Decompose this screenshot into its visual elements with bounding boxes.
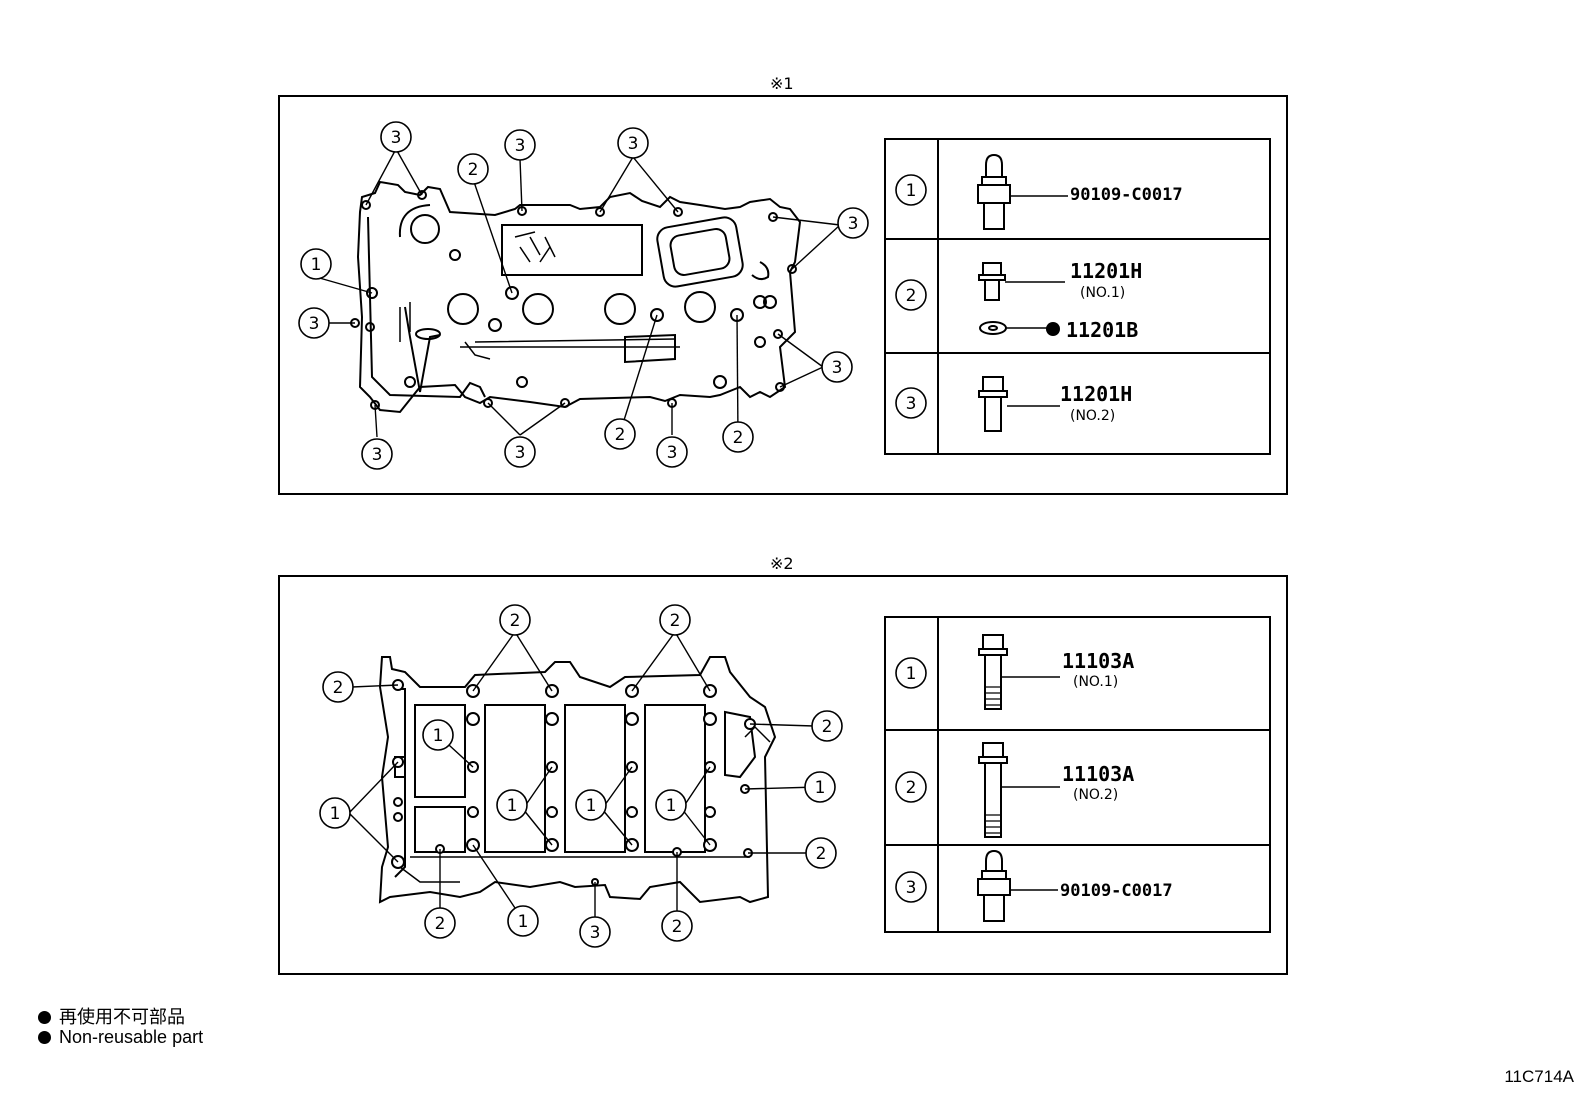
svg-text:1: 1 [666, 796, 677, 816]
nonreusable-dot [1046, 322, 1060, 336]
parts-table-2 [884, 616, 1271, 933]
cylinder-head-diagram: 3 3 3 3 2 1 3 3 3 3 2 3 2 1 2 3 [298, 121, 1271, 470]
part-sub: (NO.2) [1073, 787, 1119, 803]
figure-code: 11C714A [1504, 1067, 1574, 1086]
svg-text:2: 2 [333, 678, 344, 698]
svg-text:3: 3 [832, 358, 843, 378]
svg-text:1: 1 [507, 796, 518, 816]
svg-text:2: 2 [435, 914, 446, 934]
svg-text:3: 3 [309, 314, 320, 334]
part-number: 11201B [1066, 318, 1139, 342]
panel-1-label: ※1 [770, 74, 794, 93]
part-number: 11201H [1070, 259, 1143, 283]
svg-text:1: 1 [330, 804, 341, 824]
svg-text:1: 1 [906, 181, 917, 201]
svg-text:3: 3 [628, 134, 639, 154]
callout-3 [361, 438, 393, 470]
svg-text:3: 3 [372, 445, 383, 465]
callout-3 [617, 127, 649, 159]
callout-3 [656, 436, 688, 468]
part-number: 11201H [1060, 382, 1133, 406]
part-sub: (NO.1) [1073, 674, 1119, 690]
svg-text:2: 2 [822, 717, 833, 737]
part-number: 11103A [1062, 762, 1135, 786]
part-sub: (NO.1) [1080, 285, 1126, 301]
callout-3 [298, 307, 330, 339]
svg-text:1: 1 [906, 664, 917, 684]
panel-2: 2 2 2 2 1 1 1 1 1 1 2 2 1 3 2 1 2 3 [278, 575, 1288, 975]
svg-text:1: 1 [433, 726, 444, 746]
cylinder-block-diagram: 2 2 2 2 1 1 1 1 1 1 2 2 1 3 2 1 2 3 [319, 604, 1271, 948]
svg-text:1: 1 [815, 778, 826, 798]
svg-text:3: 3 [906, 878, 917, 898]
legend-en-text: Non-reusable part [59, 1027, 204, 1047]
callout-1 [300, 248, 332, 280]
callout-3 [821, 351, 853, 383]
svg-text:2: 2 [816, 844, 827, 864]
svg-text:3: 3 [391, 128, 402, 148]
svg-text:3: 3 [667, 443, 678, 463]
legend-jp: 再使用不可部品 [38, 1003, 185, 1029]
svg-text:1: 1 [586, 796, 597, 816]
svg-text:3: 3 [906, 394, 917, 414]
nonreusable-dot-icon [38, 1031, 51, 1044]
svg-text:3: 3 [515, 136, 526, 156]
callout-2 [722, 421, 754, 453]
callout-3 [504, 436, 536, 468]
svg-text:3: 3 [848, 214, 859, 234]
callout-2 [604, 418, 636, 450]
part-number: 11103A [1062, 649, 1135, 673]
part-number: 90109-C0017 [1060, 881, 1173, 901]
svg-text:1: 1 [518, 912, 529, 932]
svg-text:2: 2 [672, 917, 683, 937]
panel-1: 3 3 3 3 2 1 3 3 3 3 2 3 2 1 2 3 [278, 95, 1288, 495]
nonreusable-dot-icon [38, 1011, 51, 1024]
svg-text:3: 3 [515, 443, 526, 463]
svg-text:2: 2 [906, 778, 917, 798]
callout-3 [837, 207, 869, 239]
callout-2 [457, 153, 489, 185]
parts-table-1 [884, 138, 1271, 455]
svg-text:2: 2 [733, 428, 744, 448]
part-sub: (NO.2) [1070, 408, 1116, 424]
svg-text:2: 2 [615, 425, 626, 445]
part-number: 90109-C0017 [1070, 185, 1183, 205]
panel-2-label: ※2 [770, 554, 794, 573]
legend-jp-text: 再使用不可部品 [59, 1007, 185, 1027]
svg-text:1: 1 [311, 255, 322, 275]
svg-text:2: 2 [670, 611, 681, 631]
callout-3 [504, 129, 536, 161]
svg-text:2: 2 [468, 160, 479, 180]
legend-en: Non-reusable part [38, 1027, 203, 1048]
svg-text:2: 2 [906, 286, 917, 306]
callout-3 [380, 121, 412, 153]
svg-text:3: 3 [590, 923, 601, 943]
svg-text:2: 2 [510, 611, 521, 631]
